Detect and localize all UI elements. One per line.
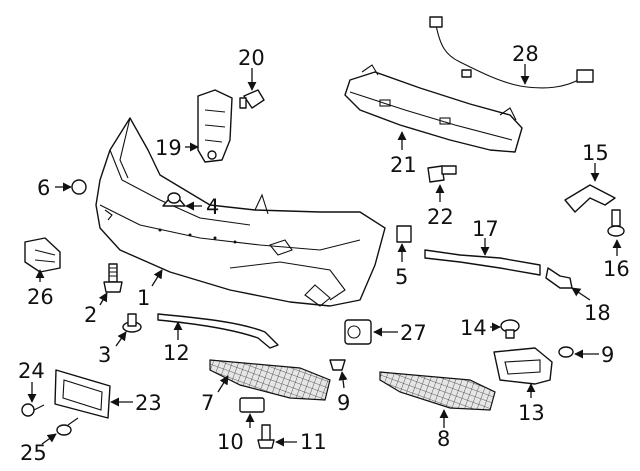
clip-4	[162, 192, 186, 207]
callout-14: 14	[460, 316, 487, 340]
callout-20: 20	[238, 46, 265, 70]
callout-19: 19	[155, 136, 182, 160]
license-bracket-23	[54, 369, 111, 419]
callout-12: 12	[163, 341, 190, 365]
clip-9-lower	[329, 359, 346, 371]
clip-3	[122, 313, 142, 333]
callout-18: 18	[584, 301, 611, 325]
callout-25: 25	[20, 441, 47, 465]
callout-8: 8	[437, 427, 450, 451]
callout-17: 17	[472, 217, 499, 241]
bolt-11	[257, 424, 275, 449]
bolt-9-right	[558, 346, 574, 358]
callout-22: 22	[427, 205, 454, 229]
callout-15: 15	[582, 141, 609, 165]
clip-14	[500, 319, 520, 339]
callout-4: 4	[206, 195, 219, 219]
callout-6: 6	[37, 176, 50, 200]
bracket-15	[564, 184, 616, 213]
bolt-2	[103, 263, 123, 293]
callout-10: 10	[217, 430, 244, 454]
clip-10	[239, 397, 265, 413]
bumper-reinforcement	[344, 64, 523, 153]
clip-6	[71, 179, 87, 195]
callout-5: 5	[395, 265, 408, 289]
bracket-26	[24, 237, 61, 273]
grille-7	[209, 359, 331, 401]
bracket-13	[493, 347, 553, 385]
leader-lines	[27, 64, 622, 447]
bumper-cover	[95, 117, 386, 307]
callout-3: 3	[98, 343, 111, 367]
screw-25	[56, 417, 79, 436]
grille-8	[379, 371, 496, 411]
side-bracket	[197, 89, 233, 163]
callout-23: 23	[135, 391, 162, 415]
bracket-17	[424, 249, 541, 276]
callout-2: 2	[84, 303, 97, 327]
clip-5	[396, 225, 412, 243]
callout-27: 27	[400, 321, 427, 345]
callout-26: 26	[27, 285, 54, 309]
molding-12	[157, 313, 279, 349]
callout-1: 1	[137, 286, 150, 310]
callout-9-right: 9	[601, 343, 614, 367]
callout-24: 24	[18, 359, 45, 383]
wire-harness	[429, 16, 594, 89]
callout-7: 7	[201, 391, 214, 415]
screw-24	[21, 403, 45, 417]
callout-labels: 1 2 3 4 5 6 7 8 9 9 10 11 12 13 14 15 16…	[18, 42, 630, 465]
callout-9-lower: 9	[337, 391, 350, 415]
callout-28: 28	[512, 42, 539, 66]
bolt-16	[607, 209, 625, 237]
callout-11: 11	[300, 430, 327, 454]
bolt-22	[427, 165, 457, 183]
callout-16: 16	[603, 257, 630, 281]
callout-13: 13	[518, 401, 545, 425]
callout-21: 21	[390, 153, 417, 177]
push-clip-20	[239, 89, 265, 109]
sensor-27	[344, 319, 372, 345]
bolt-18	[545, 267, 573, 289]
